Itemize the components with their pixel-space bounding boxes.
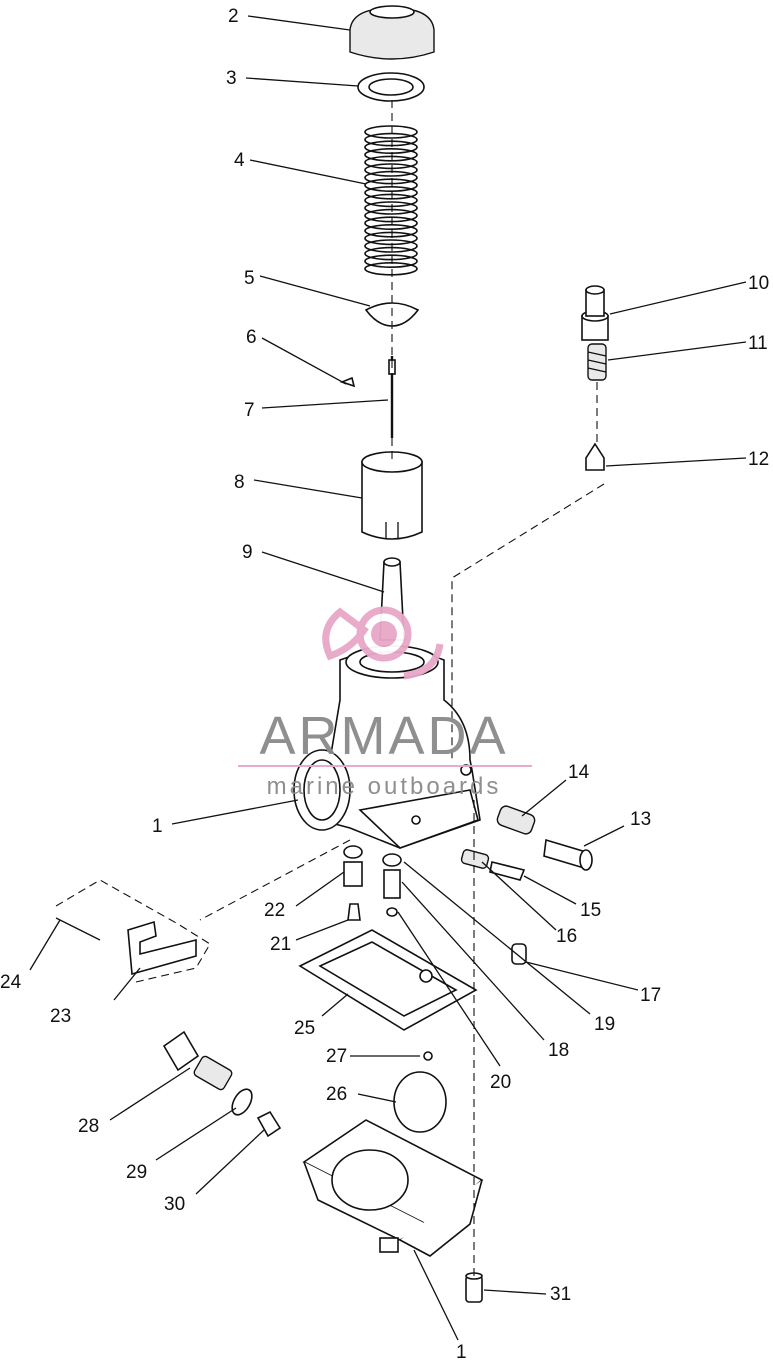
callout-label: 4 — [234, 150, 245, 171]
callout-label: 3 — [226, 68, 237, 89]
callout-label: 9 — [242, 542, 253, 563]
callout-label: 30 — [164, 1194, 185, 1215]
part-adjuster-cap — [581, 285, 609, 341]
callout-label: 26 — [326, 1084, 347, 1105]
callout-label: 13 — [630, 809, 651, 830]
watermark: ARMADA marine outboards — [238, 606, 532, 800]
callout-label: 8 — [234, 472, 245, 493]
spring-coil — [364, 132, 418, 147]
watermark-logo-icon — [322, 606, 444, 680]
callout-label: 16 — [556, 926, 577, 947]
spring-coil — [364, 125, 418, 139]
spring-coil — [364, 201, 418, 215]
spring-coil — [364, 246, 418, 261]
leader-lines — [29, 15, 747, 1341]
part-clip — [339, 376, 356, 388]
callout-label: 1 — [456, 1342, 467, 1360]
callout-label: 17 — [640, 985, 661, 1006]
callout-labels: 2 3 4 5 6 7 8 9 10 11 12 1 14 13 15 16 1… — [0, 6, 769, 1360]
callout-label: 25 — [294, 1018, 315, 1039]
part-throttle-slide — [361, 451, 423, 540]
callout-label: 27 — [326, 1046, 347, 1067]
callout-label: 22 — [264, 900, 285, 921]
part-plug — [511, 943, 527, 965]
part-bracket — [55, 879, 211, 983]
callout-label: 29 — [126, 1162, 147, 1183]
callout-label: 20 — [490, 1072, 511, 1093]
callout-label: 23 — [50, 1006, 71, 1027]
spring-coil — [364, 216, 418, 230]
callout-label: 7 — [244, 400, 255, 421]
callout-label: 31 — [550, 1284, 571, 1305]
callout-label: 18 — [548, 1040, 569, 1061]
callout-label: 12 — [748, 449, 769, 470]
part-spring — [364, 125, 418, 276]
callout-label: 5 — [244, 268, 255, 289]
callout-label: 21 — [270, 934, 291, 955]
spring-coil — [364, 239, 418, 253]
spring-coil — [364, 148, 418, 162]
spring-coil — [364, 261, 418, 276]
part-float — [393, 1051, 447, 1133]
callout-label: 6 — [246, 327, 257, 348]
part-rod — [55, 917, 101, 941]
spring-coil — [364, 254, 418, 269]
part-gasket — [298, 929, 478, 1031]
part-idle-screw — [543, 838, 593, 871]
part-washer — [357, 72, 425, 102]
spring-coil — [364, 193, 418, 208]
callout-label: 1 — [152, 816, 163, 837]
spring-coil — [364, 178, 418, 192]
spring-coil — [364, 224, 418, 238]
callout-label: 15 — [580, 900, 601, 921]
part-adjuster-spring — [587, 343, 607, 381]
part-drain-bolt — [162, 1030, 233, 1091]
callout-label: 24 — [0, 972, 22, 993]
part-adjuster-needle — [585, 442, 605, 471]
spring-coil — [364, 140, 418, 154]
part-main-jet-holder — [382, 853, 402, 917]
spring-coil — [364, 163, 418, 177]
spring-coil — [364, 231, 418, 246]
spring-coil — [364, 186, 418, 200]
callout-label: 19 — [594, 1014, 615, 1035]
part-pilot-jet — [343, 845, 363, 921]
part-drain-fitting — [256, 1110, 282, 1138]
spring-coil — [364, 208, 418, 223]
callout-label: 14 — [568, 762, 590, 783]
part-bowl-screw — [465, 1272, 483, 1303]
part-drain-washer — [231, 1088, 253, 1116]
spring-coil — [364, 155, 418, 170]
callout-label: 11 — [748, 333, 768, 354]
callout-label: 28 — [78, 1116, 99, 1137]
guide-lines — [199, 100, 605, 1276]
part-cap — [349, 5, 435, 60]
callout-label: 10 — [748, 273, 769, 294]
callout-label: 2 — [228, 6, 239, 27]
watermark-brand: ARMADA — [259, 706, 508, 766]
part-air-screw — [460, 849, 526, 881]
part-float-bowl — [302, 1119, 484, 1257]
watermark-tagline: marine outboards — [267, 773, 502, 800]
spring-coil — [364, 170, 418, 185]
